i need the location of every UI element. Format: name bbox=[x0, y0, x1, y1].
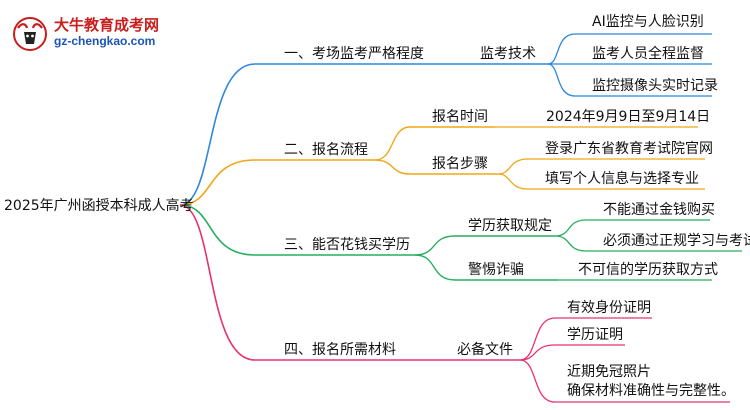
node-supervision-tech: 监考技术 bbox=[480, 46, 536, 62]
connector-b3-node1 bbox=[414, 235, 555, 256]
connector-b3-leaf2 bbox=[554, 235, 742, 252]
site-url: gz-chengkao.com bbox=[54, 34, 156, 48]
connector-root-branch4 bbox=[179, 204, 410, 361]
connector-b4-leaf1 bbox=[519, 317, 652, 361]
connector-b2-leaf3 bbox=[497, 173, 705, 190]
connector-b2-node2 bbox=[374, 159, 498, 175]
connector-b2-leaf2 bbox=[497, 158, 705, 175]
leaf-recent-photo: 近期免冠照片 bbox=[567, 364, 651, 380]
leaf-accuracy-note: 确保材料准确性与完整性。 bbox=[567, 383, 735, 399]
site-name: 大牛教育成考网 bbox=[54, 16, 160, 34]
leaf-formal-study: 必须通过正规学习与考试 bbox=[603, 233, 750, 249]
leaf-untrusted-methods: 不可信的学历获取方式 bbox=[578, 262, 718, 278]
connector-b1-leaf3 bbox=[547, 63, 712, 97]
branch-buy-degree: 三、能否花钱买学历 bbox=[284, 237, 410, 253]
leaf-education-proof: 学历证明 bbox=[567, 327, 623, 343]
connector-b3-node2 bbox=[414, 254, 558, 281]
leaf-registration-dates: 2024年9月9日至9月14日 bbox=[546, 109, 711, 125]
bull-logo-icon bbox=[13, 17, 47, 51]
branch-registration-process: 二、报名流程 bbox=[284, 142, 368, 158]
leaf-invigilator-supervision: 监考人员全程监督 bbox=[592, 46, 704, 62]
connector-b4-leaf2 bbox=[519, 344, 625, 361]
connector-b1-leaf1 bbox=[547, 33, 712, 65]
connector-root-branch2 bbox=[179, 159, 375, 206]
leaf-camera-recording: 监控摄像头实时记录 bbox=[592, 78, 718, 94]
leaf-id-proof: 有效身份证明 bbox=[567, 300, 651, 316]
connector-root-branch1 bbox=[179, 63, 440, 206]
leaf-login-official-site: 登录广东省教育考试院官网 bbox=[545, 141, 713, 157]
connector-b3-leaf1 bbox=[554, 219, 710, 237]
connector-b2-node1 bbox=[374, 126, 495, 161]
node-required-documents: 必备文件 bbox=[457, 342, 513, 358]
node-registration-time: 报名时间 bbox=[432, 109, 488, 125]
node-fraud-warning: 警惕诈骗 bbox=[468, 262, 524, 278]
connector-root-branch3 bbox=[179, 204, 415, 256]
leaf-ai-face-recognition: AI监控与人脸识别 bbox=[592, 14, 704, 30]
leaf-cannot-buy: 不能通过金钱购买 bbox=[603, 202, 715, 218]
leaf-fill-personal-info: 填写个人信息与选择专业 bbox=[545, 171, 699, 187]
node-registration-steps: 报名步骤 bbox=[432, 156, 488, 172]
node-degree-rules: 学历获取规定 bbox=[468, 218, 552, 234]
connector-b4-leaf3 bbox=[519, 359, 730, 403]
branch-exam-supervision: 一、考场监考严格程度 bbox=[284, 46, 424, 62]
branch-required-materials: 四、报名所需材料 bbox=[284, 342, 396, 358]
root-topic: 2025年广州函授本科成人高考 bbox=[4, 198, 194, 214]
site-logo: 大牛教育成考网 gz-chengkao.com bbox=[6, 10, 166, 54]
